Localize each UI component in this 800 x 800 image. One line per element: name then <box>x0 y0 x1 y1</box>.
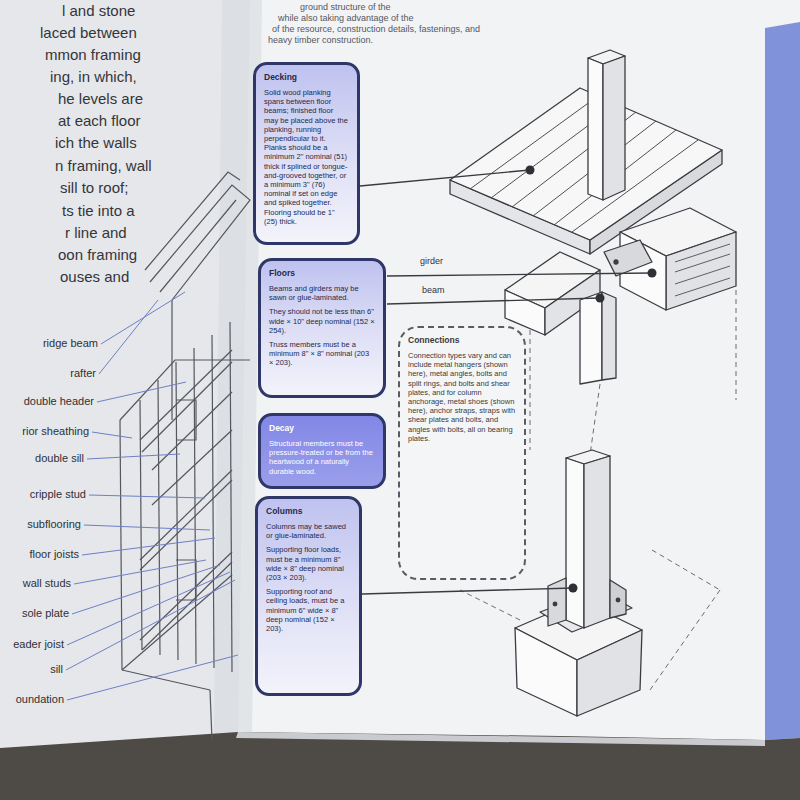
callout-box: ColumnsColumns may be sawed or glue-lami… <box>255 496 362 696</box>
body-text: laced between <box>40 24 137 42</box>
member-label: girder <box>418 256 445 267</box>
body-text: ich the walls <box>55 134 137 152</box>
box-body: Supporting floor loads, must be a minimu… <box>266 545 351 582</box>
part-label: floor joists <box>29 548 79 561</box>
body-text: ouses and <box>60 268 129 286</box>
part-label: double header <box>24 395 94 408</box>
body-text: l and stone <box>62 2 135 20</box>
body-text: he levels are <box>58 90 143 108</box>
part-leaders <box>66 292 238 700</box>
page-edge <box>236 732 765 746</box>
box-body: Solid wood planking spans between floor … <box>264 88 349 226</box>
box-body: Supporting roof and ceiling loads, must … <box>266 587 351 633</box>
note-box: ConnectionsConnection types vary and can… <box>398 326 526 580</box>
box-body: Truss members must be a minimum 8" × 8" … <box>269 340 375 368</box>
part-label: ridge beam <box>43 337 98 350</box>
part-label: rafter <box>70 367 96 380</box>
body-text: mmon framing <box>45 46 141 64</box>
part-label: eader joist <box>13 638 64 651</box>
body-text: sill to roof; <box>60 179 128 197</box>
box-heading: Columns <box>266 506 351 517</box>
body-text: n framing, wall <box>55 157 152 175</box>
body-text: at each floor <box>58 112 141 130</box>
callout-box: DeckingSolid wood planking spans between… <box>253 62 360 245</box>
intro-text: heavy timber construction. <box>268 35 373 46</box>
box-body: Structural members must be pressure-trea… <box>269 439 375 476</box>
intro-text: of the resource, construction details, f… <box>272 24 480 35</box>
table-ground <box>0 732 800 800</box>
part-label: sill <box>50 663 63 676</box>
box-heading: Decking <box>264 72 349 83</box>
part-label: oundation <box>16 693 64 706</box>
left-page <box>0 0 250 748</box>
body-text: ing, in which, <box>50 68 137 86</box>
part-label: rior sheathing <box>22 425 89 438</box>
body-text: oon framing <box>58 246 137 264</box>
callout-box: FloorsBeams and girders may be sawn or g… <box>258 258 386 398</box>
callout-dots <box>526 166 657 593</box>
intro-text: ground structure of the <box>300 2 391 13</box>
part-label: wall studs <box>23 577 71 590</box>
part-label: sole plate <box>22 607 69 620</box>
body-text: ts tie into a <box>62 202 135 220</box>
body-text: r line and <box>65 224 127 242</box>
box-heading: Connections <box>408 335 516 346</box>
blue-band <box>765 22 800 740</box>
part-label: subflooring <box>27 518 81 531</box>
box-heading: Floors <box>269 268 375 279</box>
part-label: cripple stud <box>30 488 86 501</box>
box-body: They should not be less than 6" wide × 1… <box>269 307 375 335</box>
callout-leaders <box>360 170 652 594</box>
callout-box: DecayStructural members must be pressure… <box>258 413 386 489</box>
column-base <box>515 450 642 716</box>
box-body: Columns may be sawed or glue-laminated. <box>266 522 351 540</box>
box-body: Connection types vary and can include me… <box>408 351 516 443</box>
box-heading: Decay <box>269 423 375 434</box>
intro-text: while also taking advantage of the <box>278 13 414 24</box>
member-label: beam <box>420 285 447 296</box>
part-label: double sill <box>35 452 84 465</box>
box-body: Beams and girders may be sawn or glue-la… <box>269 284 375 302</box>
